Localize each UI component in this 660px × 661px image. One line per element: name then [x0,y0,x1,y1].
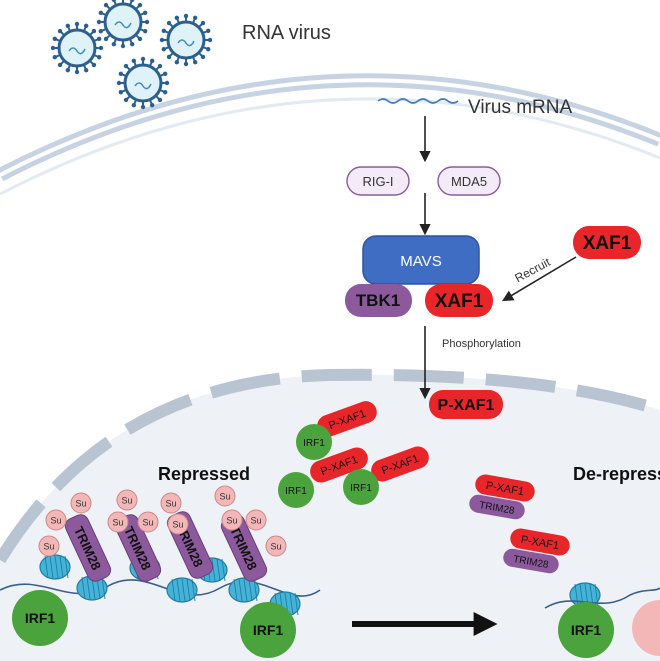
irf1-label: IRF1 [285,486,307,497]
cell-membrane [0,73,660,196]
rna-virus-label: RNA virus [242,22,331,44]
dna-strand-icon [0,579,321,597]
virus-mrna-label: Virus mRNA [468,97,572,118]
tbk1-label: TBK1 [356,291,400,310]
xaf1-bound-protein [425,284,493,317]
irf1-label: IRF1 [253,622,284,638]
irf1-pxaf1-complex [296,401,377,460]
mrna-wave-icon [377,98,459,104]
tbk1-protein [345,284,412,317]
nucleosome-icon [166,577,198,603]
su-label: Su [50,516,61,526]
su-label: Su [172,520,183,530]
dna-strand-icon [544,587,660,609]
su-label: Su [270,542,281,552]
irf1-label: IRF1 [571,622,602,638]
sumo-tag: Su [167,513,189,535]
irf1-label: IRF1 [25,610,56,626]
recruit-label: Recruit [512,255,553,286]
virus-icon [159,13,213,67]
irf1-label: IRF1 [350,483,372,494]
sumo-tag: Su [70,492,92,514]
virus-icon [116,56,170,110]
mda5-label: MDA5 [451,174,487,189]
irf1-partial-pink [632,600,660,656]
rig-i-receptor [346,166,410,196]
p-xaf1-label: P-XAF1 [438,397,495,414]
su-label: Su [250,516,261,526]
arrow-icon [502,256,577,302]
sumo-tag: Su [38,535,60,557]
sumo-tag: Su [245,509,267,531]
irf1-dna-bound [558,602,614,658]
virus-group [50,0,213,110]
virus-icon [96,0,150,49]
de-repressed-label: De-repressed [573,464,660,484]
mavs-protein [362,235,480,285]
sumo-tag: Su [107,511,129,533]
nucleosome-icon [39,554,71,580]
sumo-tag: Su [221,509,243,531]
nucleosome-icon [76,575,108,601]
su-label: Su [43,542,54,552]
su-label: Su [112,518,123,528]
sumo-tag: Su [116,489,138,511]
su-label: Su [75,499,86,509]
irf1-pxaf1-complex [343,446,429,505]
xaf1-free-protein [573,226,641,259]
su-label: Su [226,516,237,526]
phosphorylation-label: Phosphorylation [442,338,521,350]
nucleus [0,368,660,661]
repressed-label: Repressed [158,464,250,484]
pxaf1-trim28-complex [469,474,535,520]
su-label: Su [219,492,230,502]
mavs-label: MAVS [400,253,441,270]
irf1-dna-bound [12,590,68,646]
su-label: Su [121,496,132,506]
xaf1-label: XAF1 [435,291,484,312]
nucleosome-icon [228,577,260,603]
sumo-tag: Su [214,485,236,507]
sumo-tag: Su [137,511,159,533]
su-label: Su [142,518,153,528]
mda5-receptor [437,166,501,196]
irf1-label: IRF1 [303,438,325,449]
rig-i-label: RIG-I [362,174,393,189]
sumo-tag: Su [45,509,67,531]
p-xaf1-protein [429,390,503,419]
virus-icon [50,21,104,75]
sumo-tag: Su [265,535,287,557]
xaf1-free-label: XAF1 [583,233,632,254]
su-label: Su [165,499,176,509]
irf1-dna-bound [240,602,296,658]
irf1-pxaf1-complex [278,447,368,508]
pxaf1-trim28-complex [503,528,570,574]
sumo-tag: Su [160,492,182,514]
